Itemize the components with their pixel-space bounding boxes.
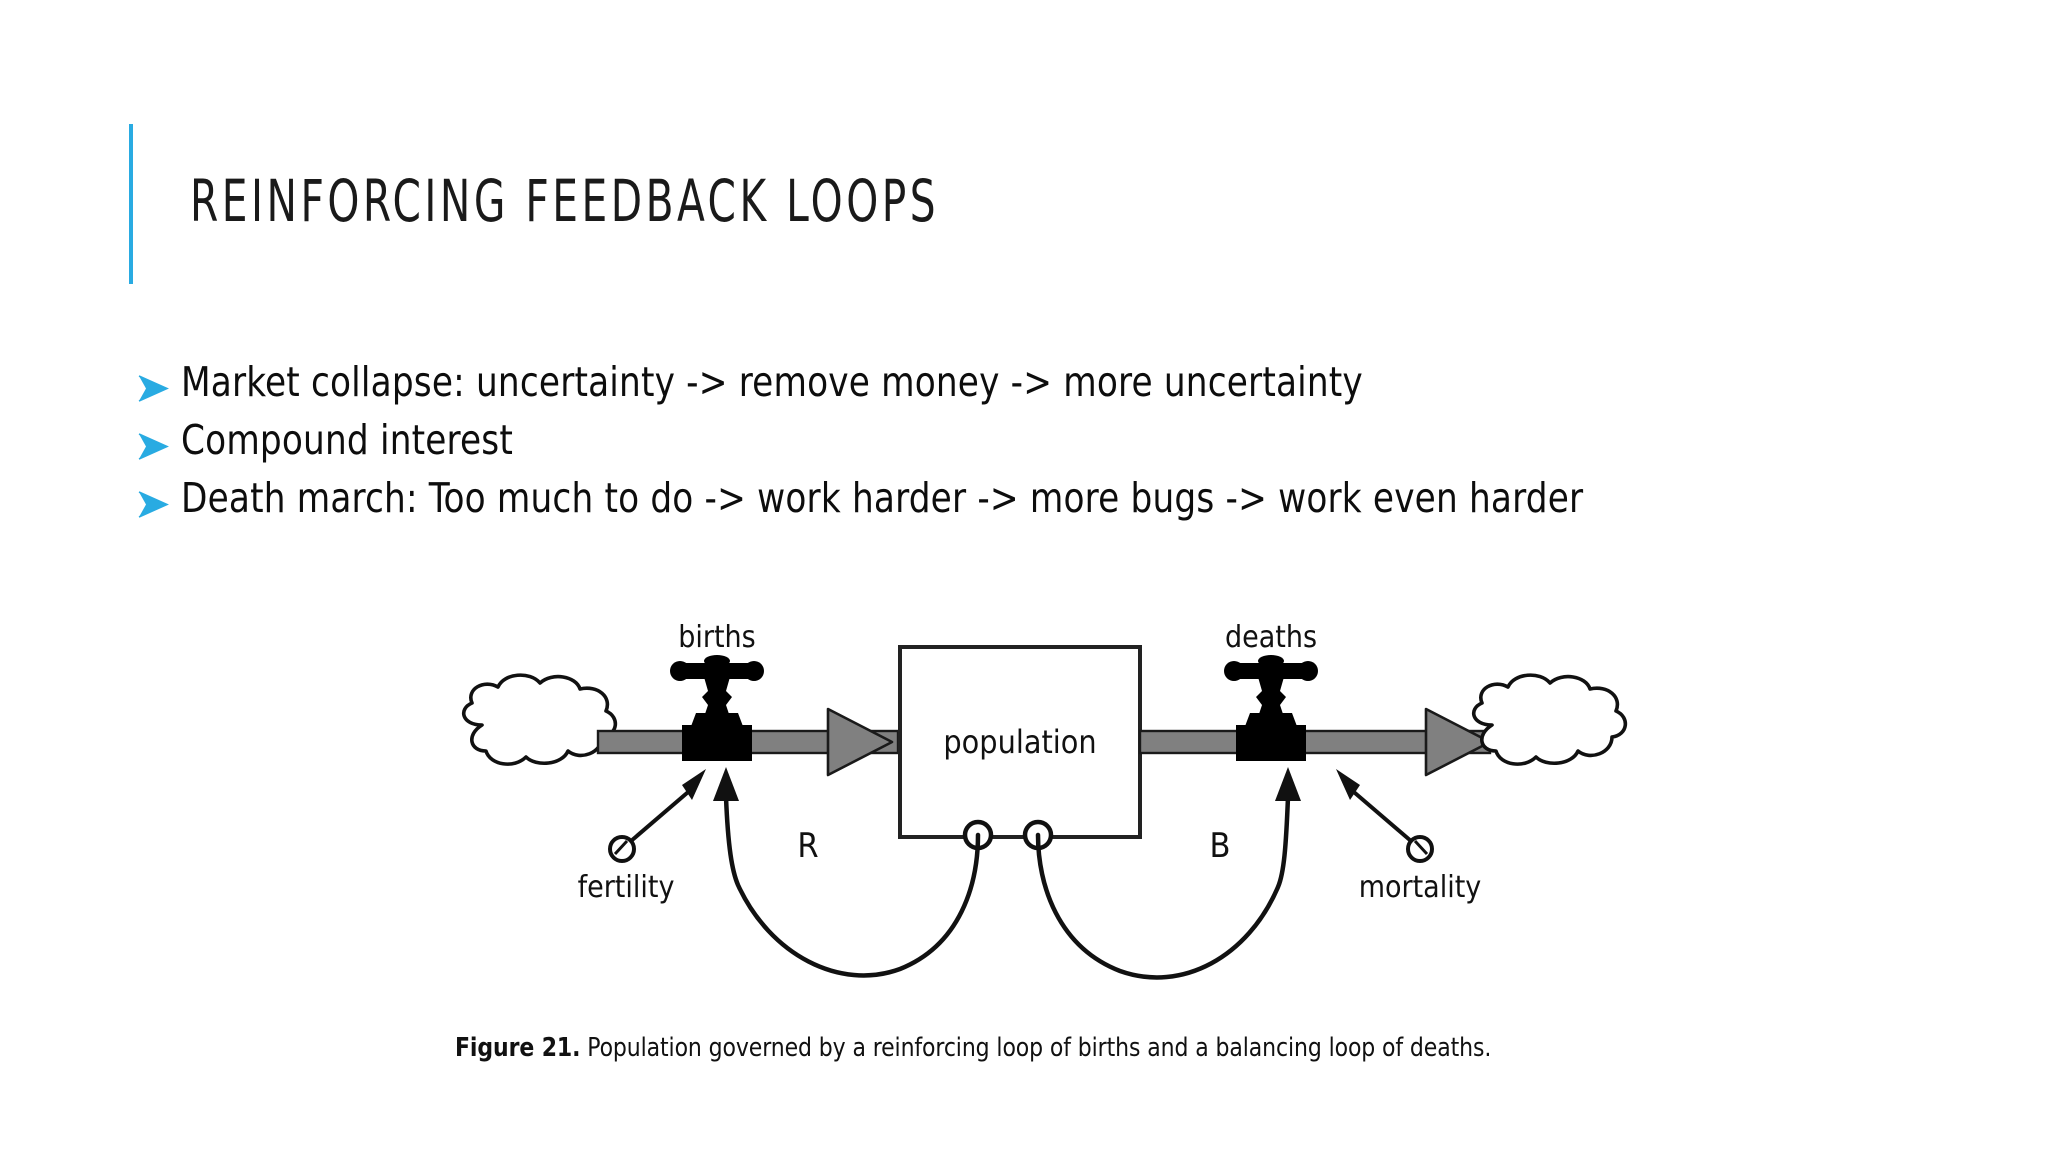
bullet-item-label: Compound interest xyxy=(181,416,513,464)
arrowhead-bullet-icon xyxy=(133,358,181,416)
balancing-feedback-arrow xyxy=(1022,767,1301,980)
figure-caption: Figure 21. Population governed by a rein… xyxy=(455,1033,1491,1063)
balancing-loop-label: B xyxy=(1210,826,1231,866)
figure-caption-label: Figure 21. xyxy=(455,1033,581,1063)
outflow-label: deaths xyxy=(1225,620,1317,655)
list-item: Market collapse: uncertainty -> remove m… xyxy=(133,358,1933,416)
reinforcing-feedback-arrow xyxy=(713,767,994,978)
bullet-item-label: Death march: Too much to do -> work hard… xyxy=(181,474,1584,522)
source-cloud xyxy=(461,673,618,766)
outflow-driver-label: mortality xyxy=(1359,870,1482,905)
list-item: Compound interest xyxy=(133,416,1933,474)
diagram-canvas: births population deaths xyxy=(461,620,1628,980)
sink-cloud xyxy=(1471,673,1628,766)
inflow-label: births xyxy=(678,620,755,655)
stock-and-flow-diagram: births population deaths xyxy=(430,585,1630,1055)
bullet-item-label: Market collapse: uncertainty -> remove m… xyxy=(181,358,1363,406)
title-accent-bar xyxy=(129,124,133,284)
page-title: REINFORCING FEEDBACK LOOPS xyxy=(190,167,940,235)
arrowhead-bullet-icon xyxy=(133,416,181,474)
list-item: Death march: Too much to do -> work hard… xyxy=(133,474,1933,532)
outflow-pipe xyxy=(1138,707,1492,777)
deaths-valve-icon xyxy=(1224,655,1318,761)
births-valve-icon xyxy=(670,655,764,761)
mortality-link xyxy=(1336,769,1434,863)
figure-caption-text: Population governed by a reinforcing loo… xyxy=(580,1033,1492,1063)
stock-label: population xyxy=(943,723,1096,761)
fertility-link xyxy=(608,769,706,863)
bullet-list: Market collapse: uncertainty -> remove m… xyxy=(133,358,1933,532)
inflow-driver-label: fertility xyxy=(578,870,675,905)
arrowhead-bullet-icon xyxy=(133,474,181,532)
reinforcing-loop-label: R xyxy=(797,826,818,866)
